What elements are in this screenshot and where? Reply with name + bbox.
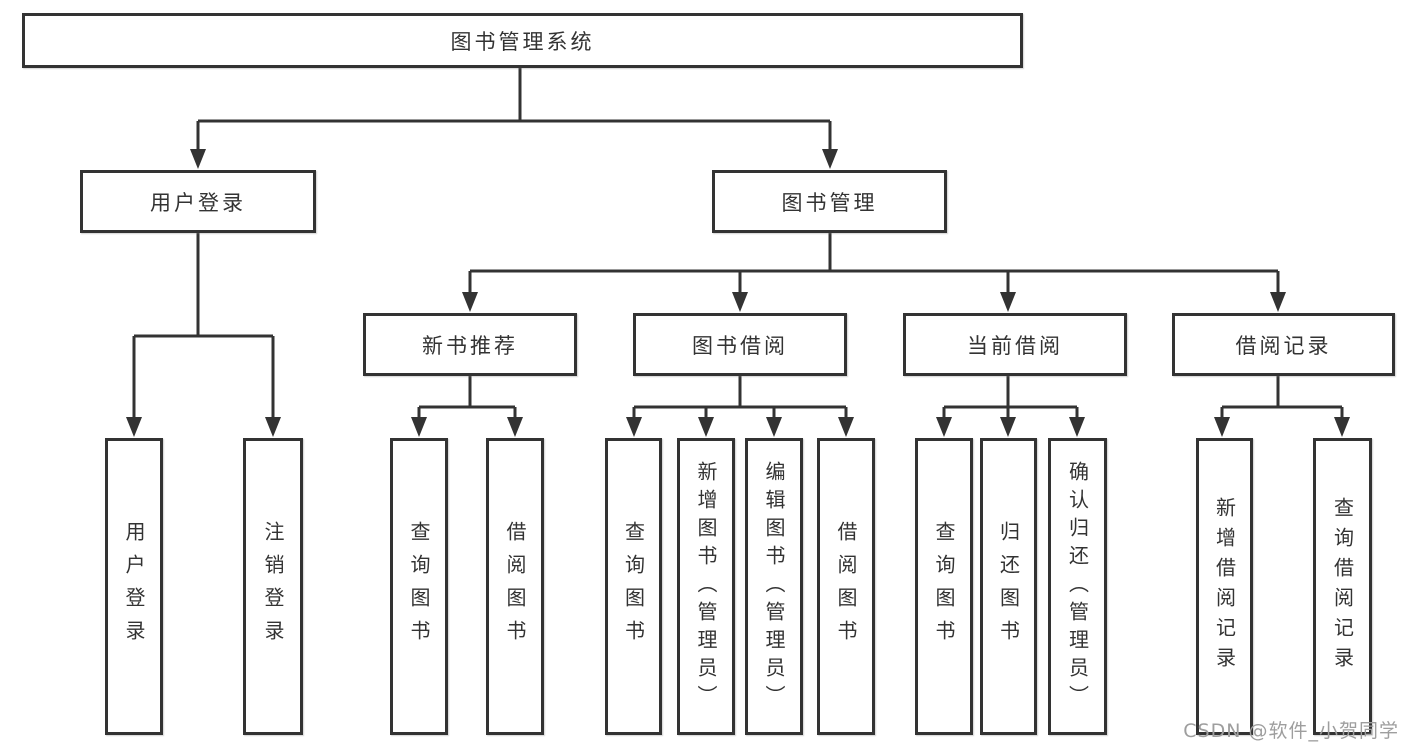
node-label: 图书借阅 [692,333,788,358]
leaf-label: 用户登录 [122,520,146,653]
leaf-logout: 注销登录 [243,438,303,735]
node-label: 当前借阅 [967,333,1063,358]
arrowhead-icons [126,149,1350,437]
leaf-label: 编辑图书（管理员） [762,460,786,713]
leaf-label: 新增借阅记录 [1212,496,1237,677]
node-label: 借阅记录 [1235,333,1332,358]
csdn-watermark: CSDN @软件_小贺同学 [1183,720,1399,742]
node-book-borrowing: 图书借阅 [633,313,847,376]
node-label: 用户登录 [150,190,246,215]
node-current-borrowing: 当前借阅 [903,313,1127,376]
leaf-label: 归还图书 [996,520,1021,653]
leaf-query-books-borrow: 查询图书 [605,438,662,735]
node-label: 图书管理系统 [450,29,595,54]
leaf-add-book-admin: 新增图书（管理员） [677,438,735,735]
leaf-label: 查询图书 [407,520,431,653]
leaf-label: 注销登录 [261,520,285,653]
leaf-borrow-books-recommend: 借阅图书 [486,438,544,735]
node-new-book-recommendation: 新书推荐 [363,313,577,376]
leaf-add-borrow-record: 新增借阅记录 [1196,438,1253,735]
leaf-label: 借阅图书 [834,520,858,653]
node-borrowing-records: 借阅记录 [1172,313,1395,376]
leaf-query-books-current: 查询图书 [915,438,973,735]
leaf-query-borrow-record: 查询借阅记录 [1313,438,1372,735]
leaf-borrow-books: 借阅图书 [817,438,875,735]
leaf-query-books-recommend: 查询图书 [390,438,448,735]
node-label: 图书管理 [781,190,878,215]
node-user-login: 用户登录 [80,170,316,233]
leaf-label: 查询图书 [621,520,646,653]
node-library-management-system: 图书管理系统 [22,13,1023,68]
leaf-label: 确认归还（管理员） [1065,460,1090,713]
leaf-edit-book-admin: 编辑图书（管理员） [745,438,803,735]
leaf-label: 查询图书 [932,520,956,653]
leaf-label: 新增图书（管理员） [694,460,718,713]
leaf-label: 借阅图书 [503,520,527,653]
node-label: 新书推荐 [422,333,518,358]
leaf-label: 查询借阅记录 [1330,496,1355,677]
node-book-management: 图书管理 [712,170,947,233]
leaf-confirm-return-admin: 确认归还（管理员） [1048,438,1107,735]
leaf-return-book: 归还图书 [980,438,1037,735]
leaf-user-login: 用户登录 [105,438,163,735]
